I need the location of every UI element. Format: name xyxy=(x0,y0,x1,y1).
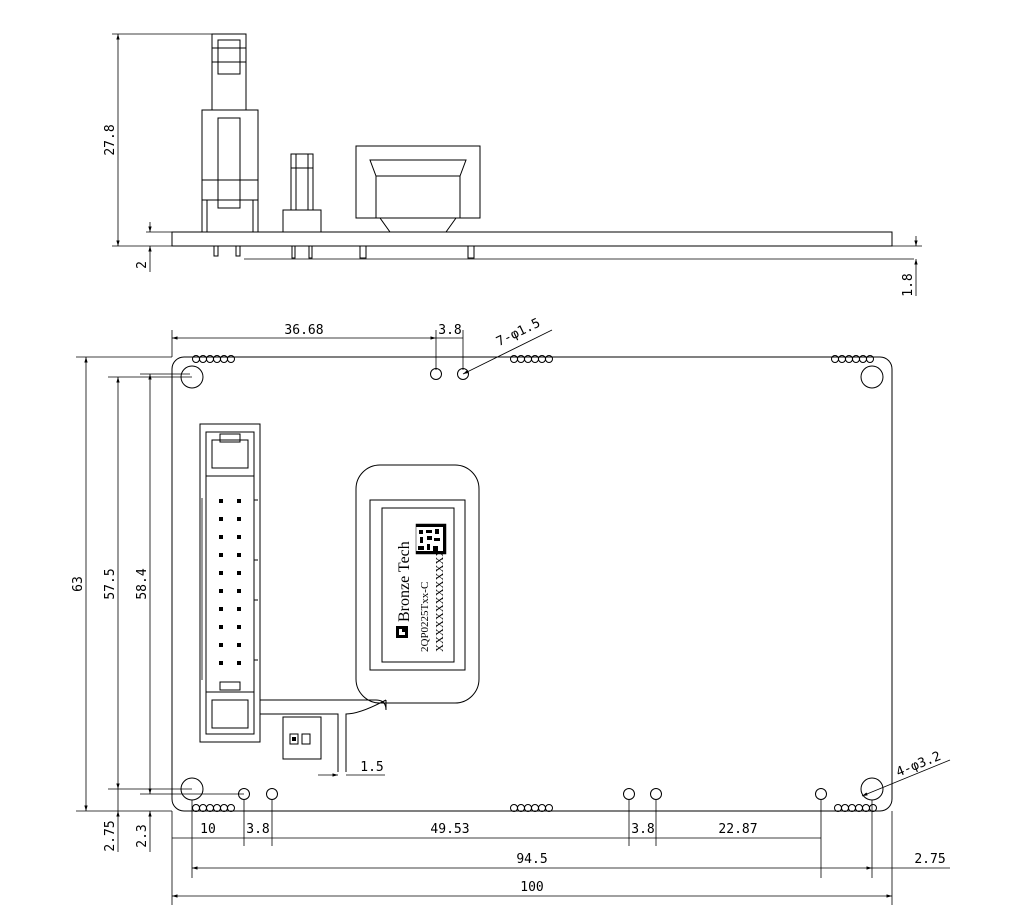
dim-4-phi-3-2: 4-φ3.2 xyxy=(894,749,943,781)
side-module xyxy=(355,145,481,259)
dim-49-53: 49.53 xyxy=(430,822,469,837)
edge-coils xyxy=(192,355,877,812)
dim-10: 10 xyxy=(200,822,216,837)
side-pcb xyxy=(171,231,893,247)
small-hole xyxy=(623,788,635,800)
dim-63: 63 xyxy=(71,576,86,592)
top-view: Bronze Tech 2QP0225Txx-C XXXXXXXXXXXXX 3… xyxy=(71,316,951,905)
dim-22-87: 22.87 xyxy=(718,822,757,837)
label-model: 2QP0225Txx-C xyxy=(419,582,431,652)
module-body: Bronze Tech 2QP0225Txx-C XXXXXXXXXXXXX xyxy=(355,464,480,704)
label-brand: Bronze Tech xyxy=(396,541,413,622)
dim-1-5: 1.5 xyxy=(360,760,383,775)
small-hole xyxy=(266,788,278,800)
top-pin-connector xyxy=(282,716,322,760)
dim-27-8: 27.8 xyxy=(103,124,118,155)
top-header-connector xyxy=(199,423,261,743)
dim-3-8-top: 3.8 xyxy=(438,323,461,338)
datamatrix-icon xyxy=(415,523,447,555)
product-label xyxy=(369,499,466,671)
dim-7-phi-1-5: 7-φ1.5 xyxy=(494,316,543,350)
dim-100: 100 xyxy=(520,880,543,895)
dim-2-75-left: 2.75 xyxy=(103,820,118,851)
dim-36-68: 36.68 xyxy=(284,323,323,338)
mount-hole-tr xyxy=(860,365,884,389)
dim-2-75-right: 2.75 xyxy=(914,852,945,867)
dim-57-5: 57.5 xyxy=(103,568,118,599)
dim-58-4: 58.4 xyxy=(135,568,150,599)
dim-94-5: 94.5 xyxy=(516,852,547,867)
side-view-dimensions: 27.8 2 1.8 xyxy=(103,33,922,297)
dim-3-8-a: 3.8 xyxy=(246,822,269,837)
side-view: 27.8 2 1.8 xyxy=(103,33,922,297)
top-view-dimensions: 36.68 3.8 7-φ1.5 63 57.5 58.4 2.7 xyxy=(71,316,951,905)
side-pin-header xyxy=(282,153,322,259)
dim-3-8-b: 3.8 xyxy=(631,822,654,837)
dim-2-3: 2.3 xyxy=(135,824,150,847)
small-hole xyxy=(815,788,827,800)
side-header-connector xyxy=(201,33,259,257)
small-hole xyxy=(650,788,662,800)
label-serial: XXXXXXXXXXXXX xyxy=(434,549,446,652)
dim-1-8: 1.8 xyxy=(901,273,916,296)
top-pcb-outline xyxy=(171,356,893,812)
small-hole xyxy=(430,368,442,380)
dim-2: 2 xyxy=(135,261,150,269)
